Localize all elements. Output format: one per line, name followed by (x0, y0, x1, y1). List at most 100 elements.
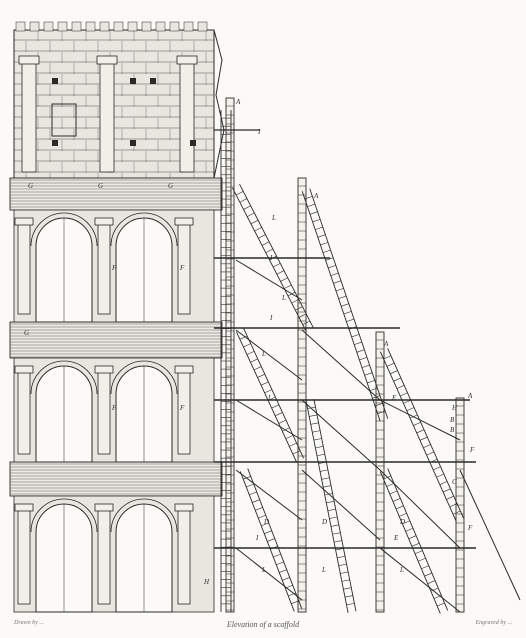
letter-label-d: D (263, 518, 269, 526)
ladder-rung (393, 377, 401, 382)
ladder-rung (328, 265, 336, 269)
ladder-rung (273, 553, 281, 558)
corbel-hole (190, 140, 196, 146)
ladder-rung (416, 429, 425, 434)
column-capital (174, 217, 194, 226)
ladder-rail (379, 471, 441, 614)
crown-block (43, 21, 54, 32)
letter-label-f: F (179, 264, 185, 272)
ladder-rung (253, 366, 262, 371)
ladder-rung (270, 546, 278, 550)
column-capital (174, 503, 194, 512)
ladder-rung (386, 483, 395, 487)
diagonal-brace (235, 329, 303, 381)
letter-label-l: L (321, 566, 326, 574)
ladder-rung (261, 522, 269, 527)
ladder-rung (321, 477, 330, 480)
ladder-rung (264, 530, 272, 534)
ladder-rung (405, 527, 414, 532)
ladder-rung (335, 548, 344, 551)
letter-label-g: G (98, 182, 103, 190)
letter-label-i: I (255, 534, 259, 542)
arch-voussoir (30, 498, 98, 533)
ladder-rung (436, 473, 444, 478)
letter-label-l: L (271, 214, 276, 222)
ladder-rung (255, 507, 263, 511)
letter-label-i: I (257, 128, 261, 136)
ladder-rung (254, 227, 262, 232)
attic-pilaster (179, 61, 195, 173)
column-capital (14, 503, 34, 512)
corbel-hole (130, 78, 136, 84)
arch-voussoir (110, 212, 178, 247)
diagonal-brace (301, 469, 381, 541)
arch-voussoir (30, 212, 98, 247)
diagonal-brace (235, 547, 303, 601)
ladder-rail (243, 328, 305, 459)
crown-block (71, 21, 82, 32)
ladder-rung (343, 587, 352, 590)
ladder-rung (364, 372, 373, 376)
ladder-rung (419, 436, 428, 441)
ladder-rung (312, 430, 321, 433)
ladder-rung (439, 481, 448, 485)
ladder-rung (377, 410, 386, 414)
ladder-rung (310, 422, 319, 425)
ladder-rung (449, 503, 458, 508)
ladder-rung (292, 450, 301, 455)
ladder-rung (338, 295, 347, 299)
ladder-rung (252, 499, 260, 503)
ladder-rung (369, 387, 378, 391)
corbel-hole (130, 140, 136, 146)
ladder-rung (374, 403, 383, 407)
ladder-rung (414, 550, 423, 555)
ladder-rung (335, 288, 344, 292)
column-capital (94, 365, 114, 374)
ladder-rung (406, 407, 415, 412)
half-column (17, 509, 31, 605)
ladder-rung (338, 563, 347, 566)
column-capital (14, 365, 34, 374)
pilaster-capital (176, 55, 198, 65)
ladder-rung (383, 355, 392, 360)
scaffolding (214, 97, 521, 614)
ladder-rung (289, 442, 297, 447)
letter-label-i: I (269, 254, 273, 262)
plate-caption: Elevation of a scaffold (226, 620, 300, 629)
letter-label-a: A (313, 192, 319, 200)
ladder-rung (337, 555, 346, 559)
ladder-rung (320, 469, 328, 472)
ladder-rung (278, 419, 287, 424)
column-capital (174, 365, 194, 374)
ladder-rung (386, 362, 395, 367)
ladder-rung (341, 579, 350, 582)
ladder-rung (326, 501, 335, 504)
ladder-rung (307, 406, 316, 409)
ladder-rung (351, 334, 360, 338)
ladder-rung (282, 577, 290, 581)
letter-label-i: I (267, 394, 271, 402)
half-column (17, 223, 31, 315)
ladder-rung (315, 226, 323, 230)
ladder-rung (433, 466, 441, 471)
ladder-rung (426, 451, 435, 456)
ladder-rung (333, 280, 342, 284)
ladder-rung (367, 380, 375, 384)
arch-voussoir (30, 360, 98, 395)
half-column (177, 371, 191, 455)
ladder-rung (291, 299, 299, 304)
ladder-rung (291, 600, 299, 604)
ladder-rung (403, 399, 411, 404)
ladder-rung (329, 516, 338, 519)
letter-label-e: E (391, 394, 397, 402)
diagonal-brace (379, 469, 461, 549)
ladder-rung (437, 602, 445, 607)
ladder-rail (313, 399, 357, 612)
ladder-rail (387, 348, 465, 519)
ladder-rung (356, 349, 365, 353)
ladder-rung (343, 311, 352, 315)
ladder-rung (389, 490, 398, 495)
crown-block (197, 21, 208, 32)
column-capital (14, 217, 34, 226)
